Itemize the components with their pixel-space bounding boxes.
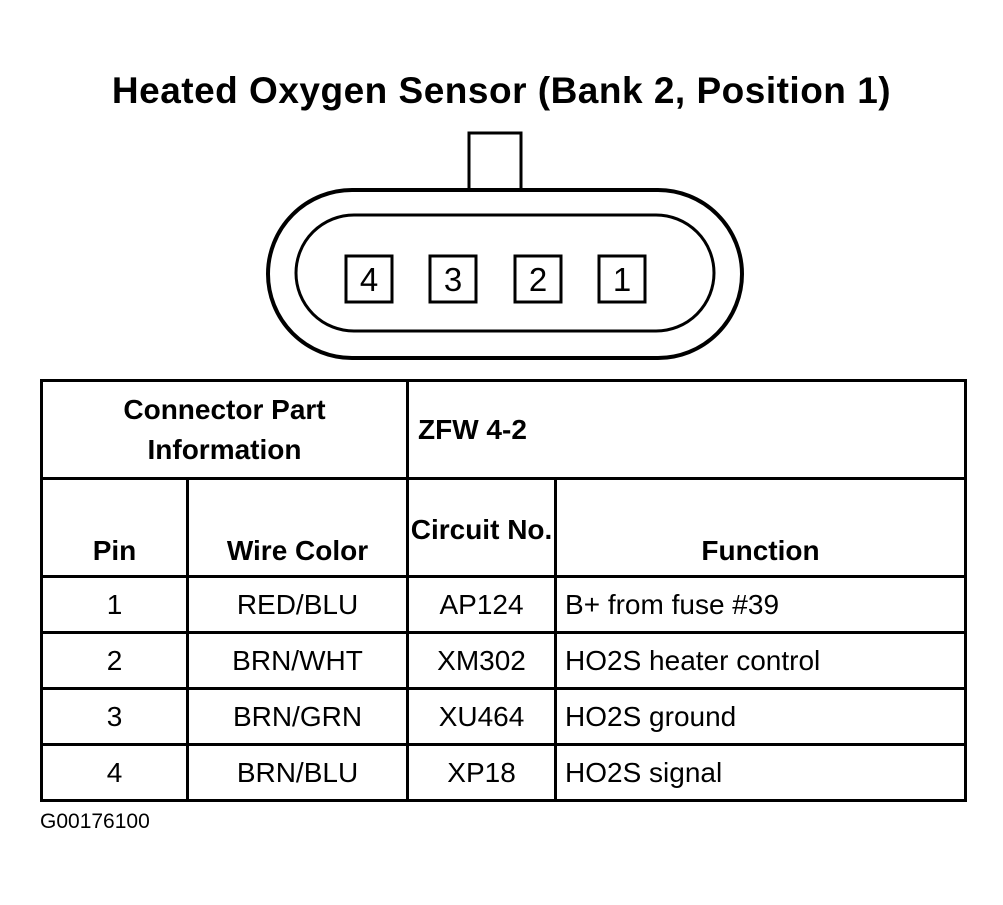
- connector-info-table: Connector Part Information ZFW 4-2 Pin W…: [39, 379, 968, 802]
- table-row: 2 BRN/WHT XM302 HO2S heater control: [40, 631, 968, 690]
- connector-pin-2: 2: [513, 254, 563, 304]
- pin-number-label: 2: [529, 261, 547, 298]
- connector-pin-1: 1: [597, 254, 647, 304]
- connector-pin-4: 4: [344, 254, 394, 304]
- cell-circuit: XU464: [406, 687, 558, 746]
- cell-circuit: XM302: [406, 631, 558, 690]
- header-wire-color: Wire Color: [185, 477, 410, 578]
- diagram-title: Heated Oxygen Sensor (Bank 2, Position 1…: [111, 70, 892, 111]
- cell-pin: 2: [40, 631, 189, 690]
- cell-pin: 3: [40, 687, 189, 746]
- pin-number-label: 4: [360, 261, 378, 298]
- cell-pin: 4: [40, 743, 189, 802]
- part-info-row: Connector Part Information ZFW 4-2: [39, 379, 968, 480]
- cell-function: HO2S heater control: [554, 631, 968, 690]
- connector-pin-3: 3: [428, 254, 478, 304]
- part-info-label: Connector Part Information: [39, 379, 410, 480]
- cell-wire-color: BRN/BLU: [185, 743, 410, 802]
- cell-function: HO2S ground: [554, 687, 968, 746]
- cell-circuit: XP18: [406, 743, 558, 802]
- table-row: 1 RED/BLU AP124 B+ from fuse #39: [40, 575, 968, 634]
- header-circuit-no: Circuit No.: [406, 477, 558, 578]
- cell-wire-color: RED/BLU: [185, 575, 410, 634]
- cell-wire-color: BRN/GRN: [185, 687, 410, 746]
- cell-wire-color: BRN/WHT: [185, 631, 410, 690]
- header-function: Function: [554, 477, 968, 578]
- figure-id: G00176100: [40, 810, 150, 833]
- table-row: 3 BRN/GRN XU464 HO2S ground: [40, 687, 968, 746]
- header-pin: Pin: [40, 477, 189, 578]
- cell-circuit: AP124: [406, 575, 558, 634]
- connector-face-diagram: 4 3 2 1: [266, 131, 744, 360]
- cell-function: B+ from fuse #39: [554, 575, 968, 634]
- table-row: 4 BRN/BLU XP18 HO2S signal: [40, 743, 968, 802]
- cell-function: HO2S signal: [554, 743, 968, 802]
- column-header-row: Pin Wire Color Circuit No. Function: [40, 477, 968, 578]
- pin-number-label: 3: [444, 261, 462, 298]
- pin-number-label: 1: [613, 261, 631, 298]
- cell-pin: 1: [40, 575, 189, 634]
- part-info-value: ZFW 4-2: [406, 379, 968, 480]
